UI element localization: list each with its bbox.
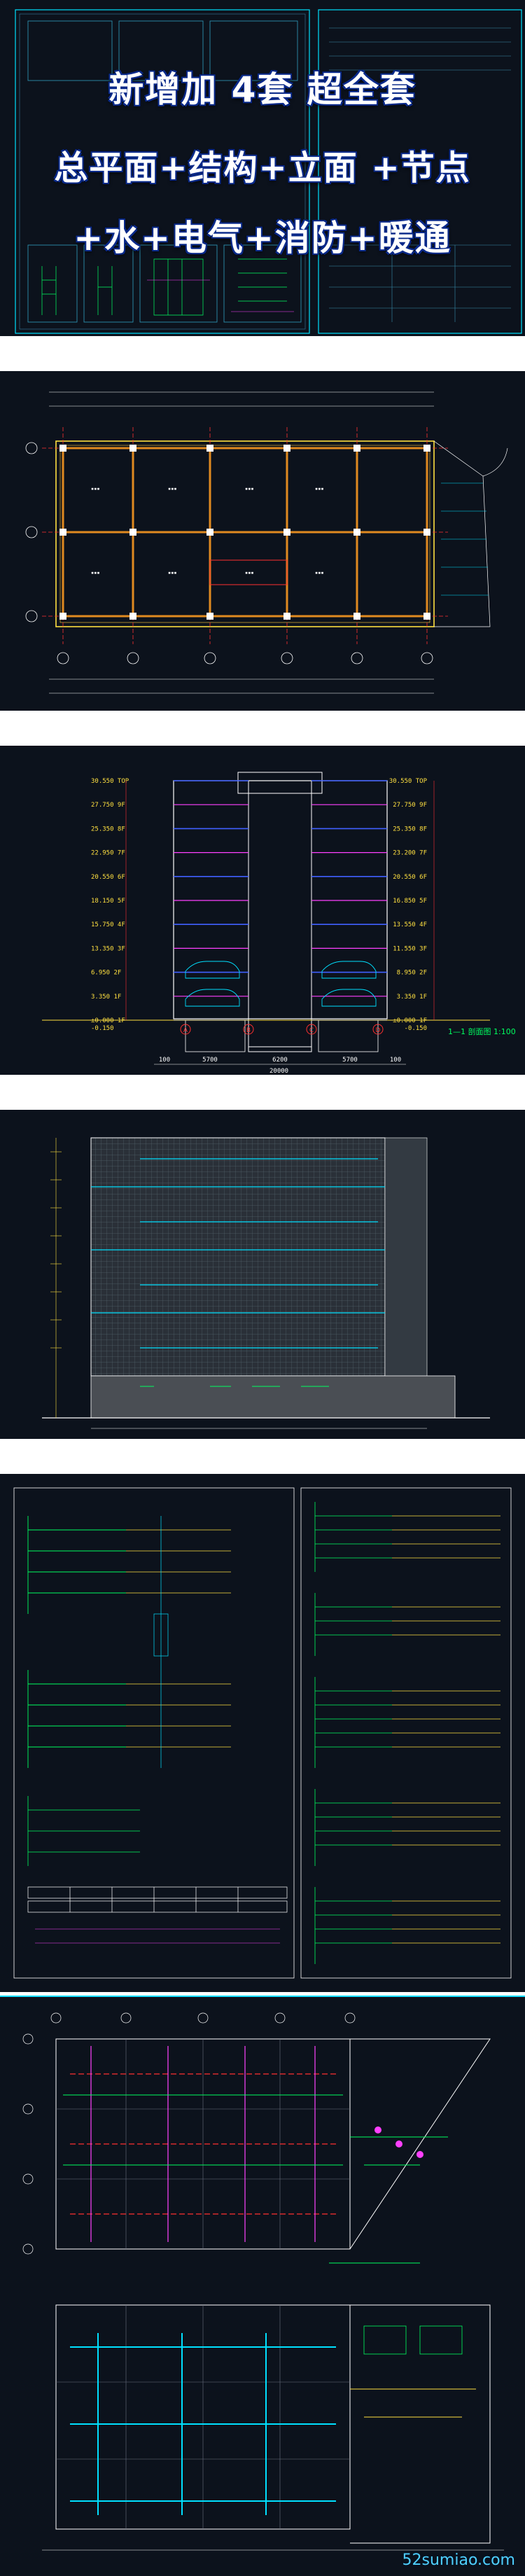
- axis-bubble: [372, 1024, 384, 1035]
- axis-bubble: [243, 1024, 254, 1035]
- level-label-right: 13.550 4F: [393, 921, 427, 928]
- axis-label: C: [309, 1027, 314, 1034]
- electrical-schematics: [13, 1487, 512, 1979]
- separator: [0, 1075, 525, 1110]
- axis-bubble: [180, 1024, 191, 1035]
- level-label-left: 3.350 1F: [91, 994, 121, 1001]
- level-label-left: 20.550 6F: [91, 874, 125, 881]
- thumbnail-sheets: [15, 9, 522, 334]
- separator: [0, 1439, 525, 1474]
- level-label-right: 11.550 3F: [393, 945, 427, 952]
- banner-title-line-1: 新增加 4套 超全套: [108, 69, 416, 110]
- level-label-right: 23.200 7F: [393, 850, 427, 857]
- level-label-left: 27.750 9F: [91, 802, 125, 809]
- svg-text:▪▪▪: ▪▪▪: [245, 486, 254, 492]
- section-scale-text: 1:100: [493, 1027, 516, 1036]
- section-title: 1—1 剖面图 1:100: [448, 1026, 516, 1037]
- svg-text:▪▪▪: ▪▪▪: [315, 486, 324, 492]
- electrical-panel: [0, 1474, 525, 1992]
- axis-label: D: [376, 1027, 381, 1034]
- elevation-drawing: [42, 1137, 490, 1429]
- bottom-dimension: 100: [390, 1057, 401, 1064]
- bottom-dimension: 5700: [202, 1057, 218, 1064]
- level-label-right: ±0.000 1F: [393, 1017, 427, 1024]
- banner-title-line-2: 总平面+结构+立面 +节点: [54, 148, 471, 188]
- bottom-dimension: 100: [159, 1057, 170, 1064]
- floor-plan-panel: ▪▪▪ ▪▪▪ ▪▪▪ ▪▪▪ ▪▪▪ ▪▪▪ ▪▪▪ ▪▪▪: [0, 371, 525, 711]
- level-label-left: 25.350 8F: [91, 826, 125, 833]
- svg-text:▪▪▪: ▪▪▪: [168, 486, 177, 492]
- level-label-right: 3.350 1F: [397, 994, 427, 1001]
- floor-plan-drawing: ▪▪▪ ▪▪▪ ▪▪▪ ▪▪▪ ▪▪▪ ▪▪▪ ▪▪▪ ▪▪▪: [25, 391, 508, 694]
- level-label-right: 8.950 2F: [397, 970, 427, 977]
- level-label-left: 13.350 3F: [91, 945, 125, 952]
- level-label-left: 22.950 7F: [91, 850, 125, 857]
- axis-bubble: [306, 1024, 317, 1035]
- level-label-left: ±0.000 1F: [91, 1017, 125, 1024]
- svg-text:▪▪▪: ▪▪▪: [315, 570, 324, 576]
- svg-text:▪▪▪: ▪▪▪: [91, 486, 100, 492]
- level-label-right: 25.350 8F: [393, 826, 427, 833]
- bottom-dimension: 5700: [342, 1057, 358, 1064]
- level-label-right: 30.550 TOP: [389, 778, 428, 785]
- section-panel: 30.550 TOP 27.750 9F 25.350 8F 22.950 7F 20.…: [0, 746, 525, 1075]
- level-label-right: 20.550 6F: [393, 874, 427, 881]
- level-label-right: 27.750 9F: [393, 802, 427, 809]
- separator: [0, 336, 525, 371]
- svg-text:▪▪▪: ▪▪▪: [91, 570, 100, 576]
- level-label-right: -0.150: [404, 1025, 427, 1032]
- watermark: 52sumiao.com: [402, 2551, 515, 2569]
- axis-label: A: [183, 1027, 188, 1034]
- total-dimension: 20000: [270, 1068, 289, 1075]
- mep-plan-drawing: [22, 2012, 504, 2551]
- banner-panel: 新增加 4套 超全套 总平面+结构+立面 +节点 +水+电气+消防+暖通: [0, 0, 525, 336]
- section-drawing: 30.550 TOP 27.750 9F 25.350 8F 22.950 7F 20.…: [42, 772, 490, 1065]
- level-label-left: 18.150 5F: [91, 898, 125, 905]
- separator: [0, 711, 525, 746]
- level-label-left: 30.550 TOP: [91, 778, 130, 785]
- svg-text:▪▪▪: ▪▪▪: [168, 570, 177, 576]
- banner-title-line-3: +水+电气+消防+暖通: [74, 218, 451, 258]
- svg-text:▪▪▪: ▪▪▪: [245, 570, 254, 576]
- section-title-text: 1—1 剖面图: [448, 1027, 491, 1036]
- bottom-dimension: 6200: [272, 1057, 288, 1064]
- level-label-left: 6.950 2F: [91, 970, 121, 977]
- level-label-left: 15.750 4F: [91, 921, 125, 928]
- level-label-right: 16.850 5F: [393, 898, 427, 905]
- mep-plan-panel: 52sumiao.com: [0, 1996, 525, 2576]
- axis-label: B: [246, 1027, 251, 1034]
- level-label-left: -0.150: [91, 1025, 114, 1032]
- separator: [0, 1992, 525, 1996]
- elevation-panel: [0, 1110, 525, 1439]
